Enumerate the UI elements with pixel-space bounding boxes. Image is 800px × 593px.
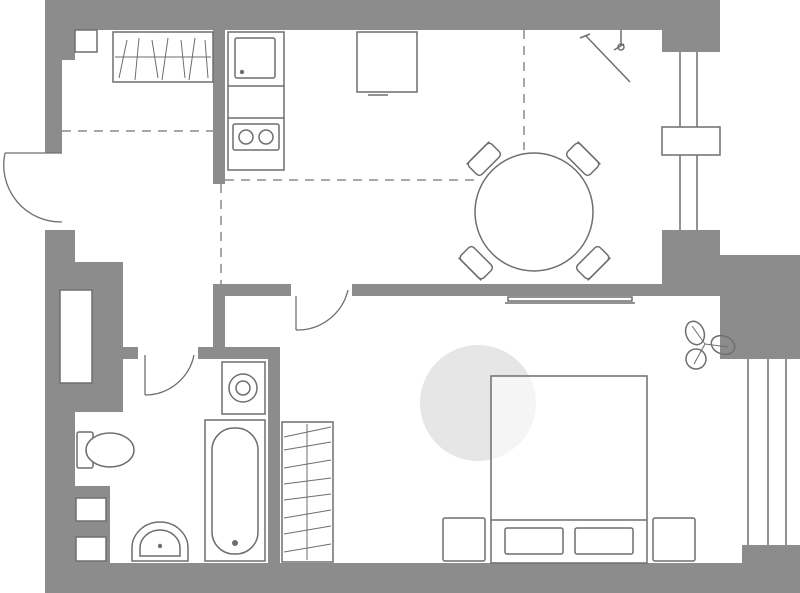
- chair: [466, 141, 502, 177]
- wall-kitchen-partition: [213, 30, 225, 184]
- wall-shelf: [505, 296, 635, 304]
- shaft: [59, 289, 93, 384]
- walls: [45, 0, 800, 593]
- wall-right-upper: [662, 0, 720, 52]
- bathtub: [204, 419, 266, 562]
- dining-table: [474, 152, 594, 272]
- wall-living-bedroom: [352, 284, 662, 296]
- door-entrance: [3, 152, 63, 223]
- refrigerator: [356, 31, 418, 96]
- wall-corridor-left: [213, 284, 225, 348]
- wall-bath-top-left: [120, 347, 138, 359]
- nightstand: [652, 517, 696, 562]
- nightstand: [442, 517, 486, 562]
- window-bedroom: [742, 359, 800, 545]
- sink: [234, 37, 276, 79]
- cooktop: [232, 123, 280, 151]
- wall-bath-top-right: [198, 347, 280, 359]
- wall-left-upper: [45, 0, 62, 153]
- wall-lamp: [579, 30, 631, 83]
- bed: [490, 375, 648, 564]
- toilet: [76, 431, 135, 469]
- wall-corridor-top: [213, 284, 291, 296]
- chair: [565, 141, 601, 177]
- wardrobe: [112, 31, 214, 83]
- wall-right-pier: [720, 255, 800, 359]
- wall-bottom: [45, 563, 800, 593]
- chair: [575, 245, 611, 281]
- bedroom-wardrobe: [281, 421, 334, 563]
- wall-bath-right: [268, 347, 280, 563]
- window-kitchen: [661, 52, 721, 230]
- door-kitchen: [295, 289, 349, 331]
- shaft: [74, 29, 98, 53]
- wall-right-mid: [662, 230, 720, 296]
- door-bathroom: [144, 354, 195, 396]
- wall-right-lower: [742, 545, 800, 593]
- plant: [684, 320, 736, 370]
- shaft: [75, 497, 107, 522]
- shaft: [75, 536, 107, 562]
- washing-machine: [221, 361, 266, 415]
- washbasin: [131, 521, 189, 562]
- wall-top: [45, 0, 720, 30]
- zone-lines: [62, 30, 525, 284]
- wall-left-notch: [45, 30, 75, 60]
- chair: [458, 245, 494, 281]
